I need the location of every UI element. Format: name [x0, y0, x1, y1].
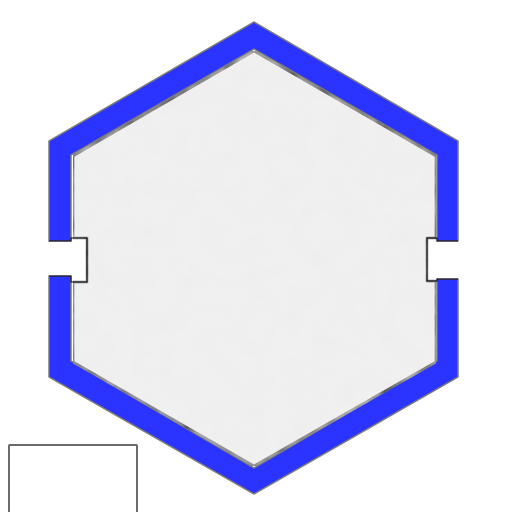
left-doorway: [49, 237, 88, 283]
hud-panel: [8, 444, 138, 512]
right-doorway: [426, 237, 458, 282]
